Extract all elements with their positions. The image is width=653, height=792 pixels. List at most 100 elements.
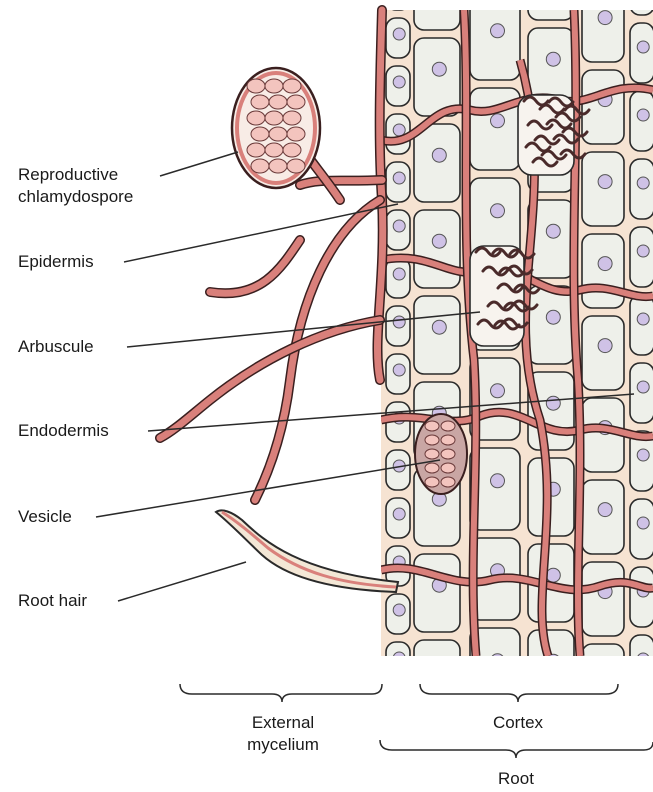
cell-nucleus	[491, 114, 505, 128]
cell-nucleus	[637, 517, 649, 529]
cell-nucleus	[546, 52, 560, 66]
root-cell	[414, 210, 460, 288]
leader-chlamydospore	[160, 152, 238, 176]
spore-lobe	[265, 79, 283, 93]
root-cell	[582, 0, 624, 62]
cell-nucleus	[393, 268, 405, 280]
cell-nucleus	[491, 474, 505, 488]
label-chlamydospore-line1: Reproductive	[18, 164, 133, 186]
label-epidermis: Epidermis	[18, 251, 94, 273]
cell-nucleus	[393, 652, 405, 664]
vesicle-lobe	[425, 421, 439, 431]
spore-lobe	[269, 159, 287, 173]
cell-nucleus	[598, 175, 612, 189]
leader-root-hair	[118, 562, 246, 601]
cell-nucleus	[393, 220, 405, 232]
cell-nucleus	[637, 109, 649, 121]
cell-nucleus	[393, 76, 405, 88]
arbuscule-lower-cell	[470, 246, 524, 346]
root-cell	[582, 644, 624, 718]
label-arbuscule: Arbuscule	[18, 336, 94, 358]
spore-lobe	[265, 143, 283, 157]
cell-nucleus	[393, 28, 405, 40]
cell-nucleus	[432, 664, 446, 678]
root-cell	[582, 562, 624, 636]
cell-nucleus	[432, 320, 446, 334]
spore-lobe	[247, 111, 265, 125]
root-cell	[528, 0, 574, 20]
vesicle-lobe	[441, 449, 455, 459]
root-cell	[630, 635, 653, 695]
root-cell	[630, 0, 653, 15]
label-external-mycelium-line2: mycelium	[218, 734, 348, 756]
root-cell	[414, 0, 460, 30]
cell-nucleus	[393, 364, 405, 376]
root-tissue	[381, 0, 653, 718]
cell-nucleus	[637, 313, 649, 325]
label-reproductive-chlamydospore: Reproductive chlamydospore	[18, 164, 133, 208]
spore-lobe	[283, 111, 301, 125]
label-vesicle: Vesicle	[18, 506, 72, 528]
label-chlamydospore-line2: chlamydospore	[18, 186, 133, 208]
cell-nucleus	[598, 503, 612, 517]
cell-nucleus	[393, 172, 405, 184]
cell-nucleus	[546, 310, 560, 324]
spore-lobe	[287, 159, 305, 173]
spore-lobe	[247, 143, 265, 157]
label-cortex: Cortex	[468, 712, 568, 734]
cell-nucleus	[546, 396, 560, 410]
spore-lobe	[269, 95, 287, 109]
root-cell	[470, 0, 520, 80]
reproductive-chlamydospore	[232, 68, 320, 188]
cell-nucleus	[546, 224, 560, 238]
root-cell	[582, 70, 624, 144]
spore-lobe	[283, 143, 301, 157]
cell-nucleus	[491, 204, 505, 218]
root-cell	[582, 234, 624, 308]
root-cell	[528, 286, 574, 364]
root-cell	[528, 630, 574, 708]
root-cell	[582, 316, 624, 390]
cell-nucleus	[393, 316, 405, 328]
cell-nucleus	[432, 234, 446, 248]
spore-lobe	[269, 127, 287, 141]
vesicle-lobe	[441, 463, 455, 473]
brace-external-mycelium	[180, 684, 382, 702]
vesicle-lobe	[425, 435, 439, 445]
spore-lobe	[287, 95, 305, 109]
label-endodermis: Endodermis	[18, 420, 109, 442]
vesicle-lobe	[441, 421, 455, 431]
cell-nucleus	[393, 508, 405, 520]
vesicle-in-cortex	[415, 414, 467, 494]
cell-nucleus	[598, 667, 612, 681]
label-external-mycelium-line1: External	[218, 712, 348, 734]
cell-nucleus	[637, 449, 649, 461]
cell-nucleus	[393, 604, 405, 616]
spore-lobe	[283, 79, 301, 93]
label-external-mycelium: External mycelium	[218, 712, 348, 756]
root-cell	[582, 152, 624, 226]
spore-lobe	[287, 127, 305, 141]
vesicle-lobe	[425, 449, 439, 459]
cell-nucleus	[598, 257, 612, 271]
brace-cortex	[420, 684, 618, 702]
root-cell	[414, 554, 460, 632]
root-cell	[386, 642, 410, 682]
root-cell	[414, 38, 460, 116]
cell-nucleus	[546, 654, 560, 668]
label-root: Root	[466, 768, 566, 790]
cell-nucleus	[598, 339, 612, 353]
cell-nucleus	[393, 124, 405, 136]
cell-nucleus	[637, 381, 649, 393]
cell-nucleus	[491, 654, 505, 668]
cell-nucleus	[491, 24, 505, 38]
vesicle-lobe	[441, 477, 455, 487]
brace-root	[380, 740, 653, 758]
spore-lobe	[247, 79, 265, 93]
external-hypha	[255, 200, 380, 500]
vesicle-lobe	[441, 435, 455, 445]
label-root-hair: Root hair	[18, 590, 87, 612]
spore-lobe	[251, 159, 269, 173]
cell-nucleus	[637, 653, 649, 665]
